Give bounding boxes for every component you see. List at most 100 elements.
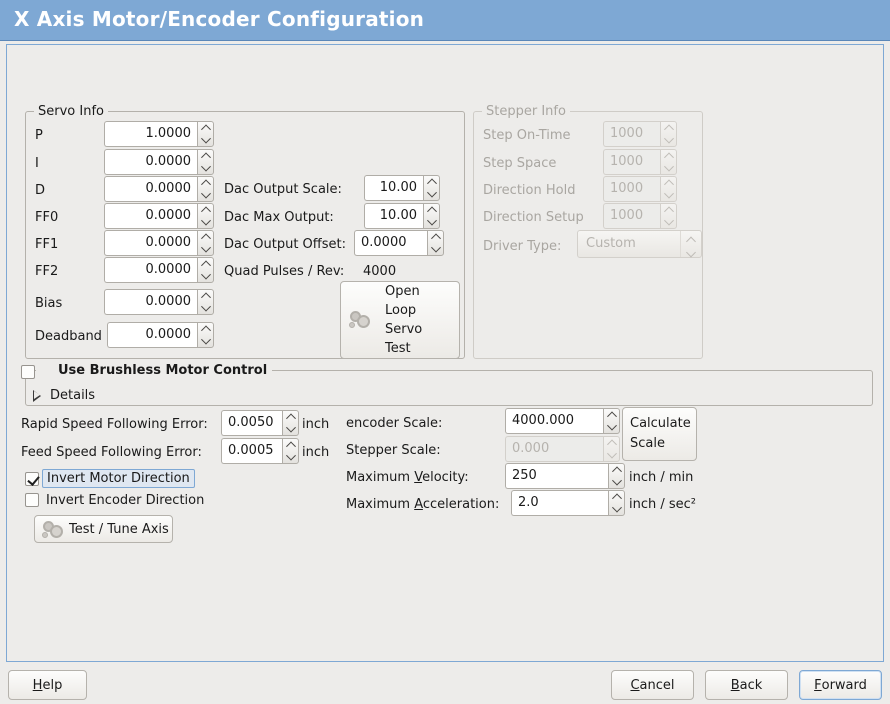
maximum-acceleration-input[interactable]: 2.0 — [511, 490, 608, 516]
servo-bias-spinbutton[interactable]: 0.0000 — [104, 289, 214, 315]
feed-following-error-stepper[interactable] — [282, 438, 299, 464]
dac-output-scale-input[interactable]: 10.00 — [364, 175, 423, 201]
servo-ff0-input[interactable]: 0.0000 — [104, 203, 197, 229]
spin-down-icon[interactable] — [609, 476, 624, 488]
quad-pulses-value: 4000 — [363, 264, 397, 279]
spin-down-icon[interactable] — [198, 189, 213, 201]
chevron-right-icon[interactable] — [33, 390, 41, 402]
dac-max-output-input[interactable]: 10.00 — [364, 203, 423, 229]
maximum-acceleration-stepper[interactable] — [608, 490, 625, 516]
maximum-velocity-stepper[interactable] — [608, 463, 625, 489]
dac-output-offset-spinbutton[interactable]: 0.0000 — [354, 230, 444, 256]
spin-down-icon[interactable] — [604, 421, 619, 433]
servo-p-stepper[interactable] — [197, 121, 214, 147]
servo-ff2-stepper[interactable] — [197, 257, 214, 283]
driver-type-value: Custom — [586, 236, 636, 251]
spin-down-icon[interactable] — [283, 423, 298, 435]
encoder-scale-input[interactable]: 4000.000 — [505, 408, 603, 434]
feed-following-error-unit: inch — [302, 445, 330, 460]
calculate-scale-line-1: Calculate — [630, 416, 691, 431]
encoder-scale-stepper[interactable] — [603, 408, 620, 434]
servo-ff1-stepper[interactable] — [197, 230, 214, 256]
servo-d-spinbutton[interactable]: 0.0000 — [104, 176, 214, 202]
dac-output-scale-spinbutton[interactable]: 10.00 — [364, 175, 440, 201]
servo-deadband-spinbutton[interactable]: 0.0000 — [107, 322, 214, 348]
rapid-following-error-label: Rapid Speed Following Error: — [21, 417, 208, 432]
invert-encoder-direction-checkbox[interactable] — [25, 493, 39, 507]
spin-down-icon[interactable] — [428, 243, 443, 255]
dac-max-output-stepper[interactable] — [423, 203, 440, 229]
spin-down-icon[interactable] — [198, 162, 213, 174]
servo-label-ff0: FF0 — [35, 210, 59, 225]
encoder-scale-spinbutton[interactable]: 4000.000 — [505, 408, 620, 434]
title-bar: X Axis Motor/Encoder Configuration — [0, 0, 890, 41]
maximum-acceleration-spinbutton[interactable]: 2.0 — [511, 490, 625, 516]
feed-following-error-input[interactable]: 0.0005 — [221, 438, 282, 464]
servo-ff2-input[interactable]: 0.0000 — [104, 257, 197, 283]
servo-ff1-spinbutton[interactable]: 0.0000 — [104, 230, 214, 256]
servo-ff0-stepper[interactable] — [197, 203, 214, 229]
invert-motor-direction-checkbox[interactable] — [25, 472, 39, 486]
servo-deadband-stepper[interactable] — [197, 322, 214, 348]
spin-down-icon[interactable] — [198, 270, 213, 282]
invert-motor-direction-label[interactable]: Invert Motor Direction — [42, 469, 195, 488]
dac-output-offset-stepper[interactable] — [427, 230, 444, 256]
rapid-following-error-input[interactable]: 0.0050 — [221, 410, 282, 436]
servo-p-input[interactable]: 1.0000 — [104, 121, 197, 147]
open-loop-servo-test-button[interactable]: Open Loop Servo Test — [340, 281, 460, 359]
servo-deadband-input[interactable]: 0.0000 — [107, 322, 197, 348]
servo-p-spinbutton[interactable]: 1.0000 — [104, 121, 214, 147]
spin-down-icon[interactable] — [198, 134, 213, 146]
servo-ff2-spinbutton[interactable]: 0.0000 — [104, 257, 214, 283]
spin-down-icon[interactable] — [424, 188, 439, 200]
open-loop-line-1: Open — [385, 284, 420, 299]
test-tune-axis-button[interactable]: Test / Tune Axis — [34, 515, 173, 543]
servo-ff0-spinbutton[interactable]: 0.0000 — [104, 203, 214, 229]
dac-output-offset-input[interactable]: 0.0000 — [354, 230, 427, 256]
spin-down-icon[interactable] — [198, 335, 213, 347]
feed-following-error-label: Feed Speed Following Error: — [21, 445, 202, 460]
spin-down-icon[interactable] — [609, 503, 624, 515]
step-on-time-stepper — [660, 121, 677, 147]
servo-label-ff2: FF2 — [35, 264, 59, 279]
servo-d-stepper[interactable] — [197, 176, 214, 202]
rapid-following-error-spinbutton[interactable]: 0.0050 — [221, 410, 299, 436]
spin-down-icon[interactable] — [424, 216, 439, 228]
stepper-scale-input: 0.000 — [505, 436, 603, 462]
servo-info-title: Servo Info — [34, 104, 108, 119]
servo-info-group: Servo Info — [25, 104, 465, 359]
page-title: X Axis Motor/Encoder Configuration — [14, 7, 425, 31]
spin-down-icon[interactable] — [198, 243, 213, 255]
test-tune-axis-label: Test / Tune Axis — [69, 521, 169, 537]
direction-hold-input: 1000 — [603, 176, 660, 202]
maximum-velocity-input[interactable]: 250 — [505, 463, 608, 489]
servo-d-input[interactable]: 0.0000 — [104, 176, 197, 202]
maximum-velocity-spinbutton[interactable]: 250 — [505, 463, 625, 489]
servo-i-spinbutton[interactable]: 0.0000 — [104, 149, 214, 175]
open-loop-line-4: Test — [385, 341, 411, 356]
rapid-following-error-unit: inch — [302, 417, 330, 432]
servo-i-stepper[interactable] — [197, 149, 214, 175]
dac-output-scale-stepper[interactable] — [423, 175, 440, 201]
details-expander[interactable]: Details — [33, 389, 95, 403]
rapid-following-error-stepper[interactable] — [282, 410, 299, 436]
servo-label-deadband: Deadband — [35, 329, 102, 344]
use-brushless-motor-control-checkbox[interactable] — [21, 365, 35, 379]
servo-ff1-input[interactable]: 0.0000 — [104, 230, 197, 256]
servo-i-input[interactable]: 0.0000 — [104, 149, 197, 175]
feed-following-error-spinbutton[interactable]: 0.0005 — [221, 438, 299, 464]
calculate-scale-button[interactable]: Calculate Scale — [622, 407, 697, 461]
direction-hold-stepper — [660, 176, 677, 202]
spin-down-icon[interactable] — [198, 302, 213, 314]
spin-down-icon[interactable] — [283, 451, 298, 463]
dac-max-output-spinbutton[interactable]: 10.00 — [364, 203, 440, 229]
spin-down-icon[interactable] — [198, 216, 213, 228]
servo-bias-stepper[interactable] — [197, 289, 214, 315]
servo-bias-input[interactable]: 0.0000 — [104, 289, 197, 315]
spin-down-icon — [604, 449, 619, 461]
